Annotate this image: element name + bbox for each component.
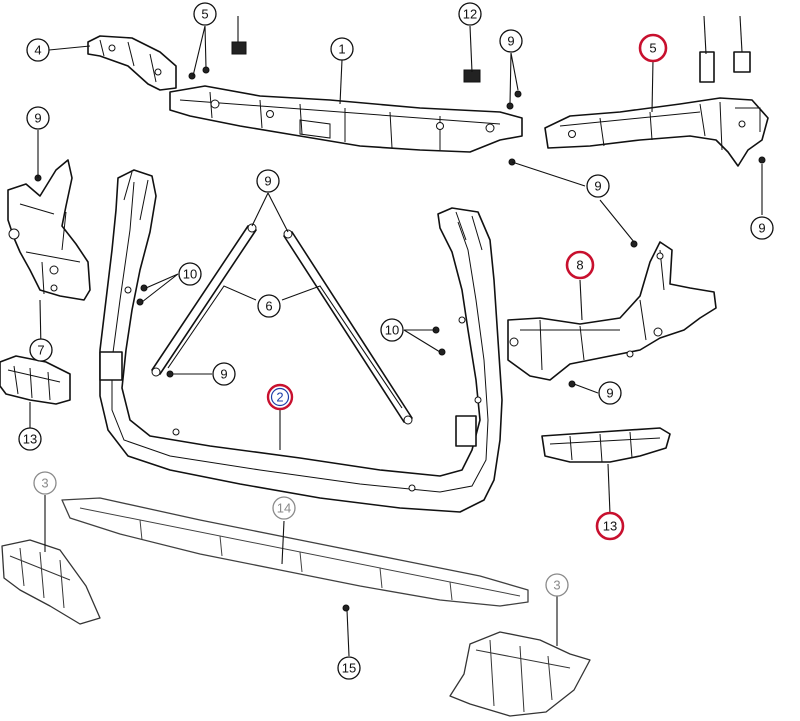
svg-text:10: 10 [183,267,197,282]
callout-8: 8 [565,250,595,280]
callout-5-top: 5 [193,2,217,26]
svg-text:10: 10 [385,323,399,338]
callout-2: 2 [266,383,294,411]
callout-10-left: 10 [178,262,202,286]
callout-7: 7 [29,338,53,362]
svg-text:9: 9 [264,174,271,189]
callout-12: 12 [458,2,482,26]
callout-9-lower-right: 9 [598,381,622,405]
svg-text:4: 4 [34,43,41,58]
callout-9-right: 9 [586,174,610,198]
leader-lines [29,15,763,657]
svg-text:3: 3 [553,578,560,593]
svg-text:9: 9 [507,34,514,49]
callout-9-middle: 9 [212,362,236,386]
callout-13-left: 13 [18,427,42,451]
part-right-side-bracket [507,241,717,381]
svg-text:9: 9 [594,179,601,194]
part-radiator-support-frame [99,169,503,513]
callout-3-left: 3 [33,471,57,495]
svg-text:5: 5 [201,7,208,22]
callout-4: 4 [26,38,50,62]
callout-3-right: 3 [545,573,569,597]
callout-15: 15 [337,656,361,680]
svg-text:15: 15 [342,661,356,676]
fasteners [34,41,766,612]
svg-text:2: 2 [276,390,283,405]
callout-9-top: 9 [499,29,523,53]
callout-5-right: 5 [638,33,668,63]
svg-text:9: 9 [34,111,41,126]
svg-text:7: 7 [37,343,44,358]
svg-text:14: 14 [277,501,291,516]
callout-14: 14 [272,496,296,520]
svg-text:3: 3 [41,476,48,491]
svg-text:13: 13 [603,519,617,534]
callout-1: 1 [330,37,354,61]
part-left-side-bracket [7,159,91,301]
callout-10-right: 10 [380,318,404,342]
callout-6: 6 [257,294,281,318]
svg-text:9: 9 [758,221,765,236]
svg-text:13: 13 [23,432,37,447]
callout-9-left: 9 [26,106,50,130]
part-lower-right-deflector [449,631,591,717]
part-lower-crossmember [61,497,529,607]
part-lower-left-deflector [1,539,101,625]
part-upper-crossmember [169,85,523,153]
part-upper-left-bracket [87,35,177,91]
svg-text:5: 5 [649,41,656,56]
callout-13-right: 13 [595,511,625,541]
svg-text:6: 6 [265,299,272,314]
svg-text:9: 9 [606,386,613,401]
part-right-lower-bracket [541,427,671,463]
svg-text:12: 12 [463,7,477,22]
part-right-upper-bracket [544,97,769,167]
svg-text:8: 8 [576,258,583,273]
svg-text:1: 1 [338,42,345,57]
part-left-lower-bracket [0,355,71,405]
callout-9-far-right: 9 [750,216,774,240]
callout-9-braces: 9 [256,169,280,193]
svg-text:9: 9 [220,367,227,382]
